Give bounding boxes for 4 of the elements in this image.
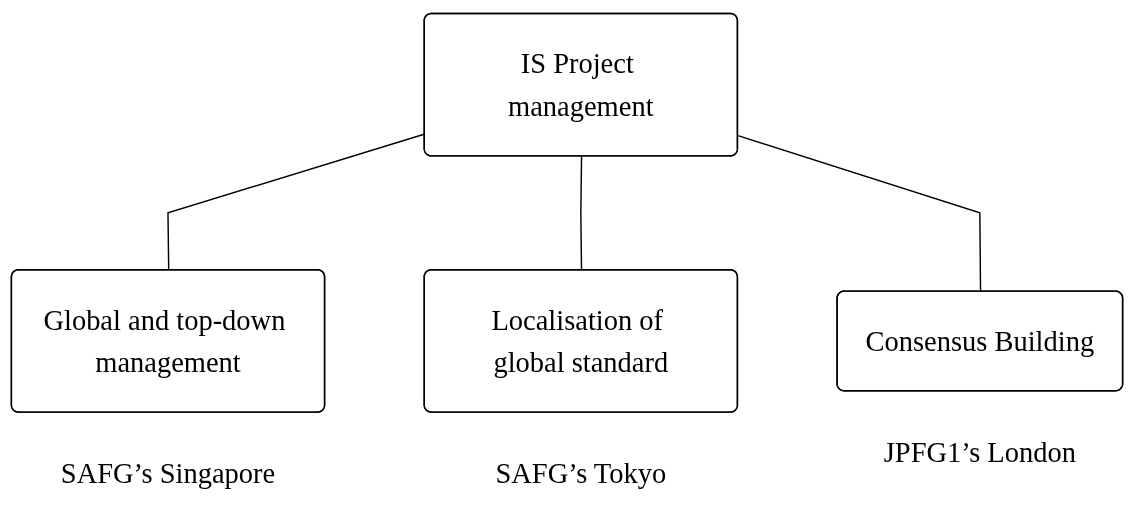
node-label: JPFG1’s London <box>883 436 1076 468</box>
node-label: SAFG’s Tokyo <box>495 458 667 490</box>
connector <box>737 134 982 293</box>
node-label: SAFG’s Singapore <box>60 458 276 490</box>
